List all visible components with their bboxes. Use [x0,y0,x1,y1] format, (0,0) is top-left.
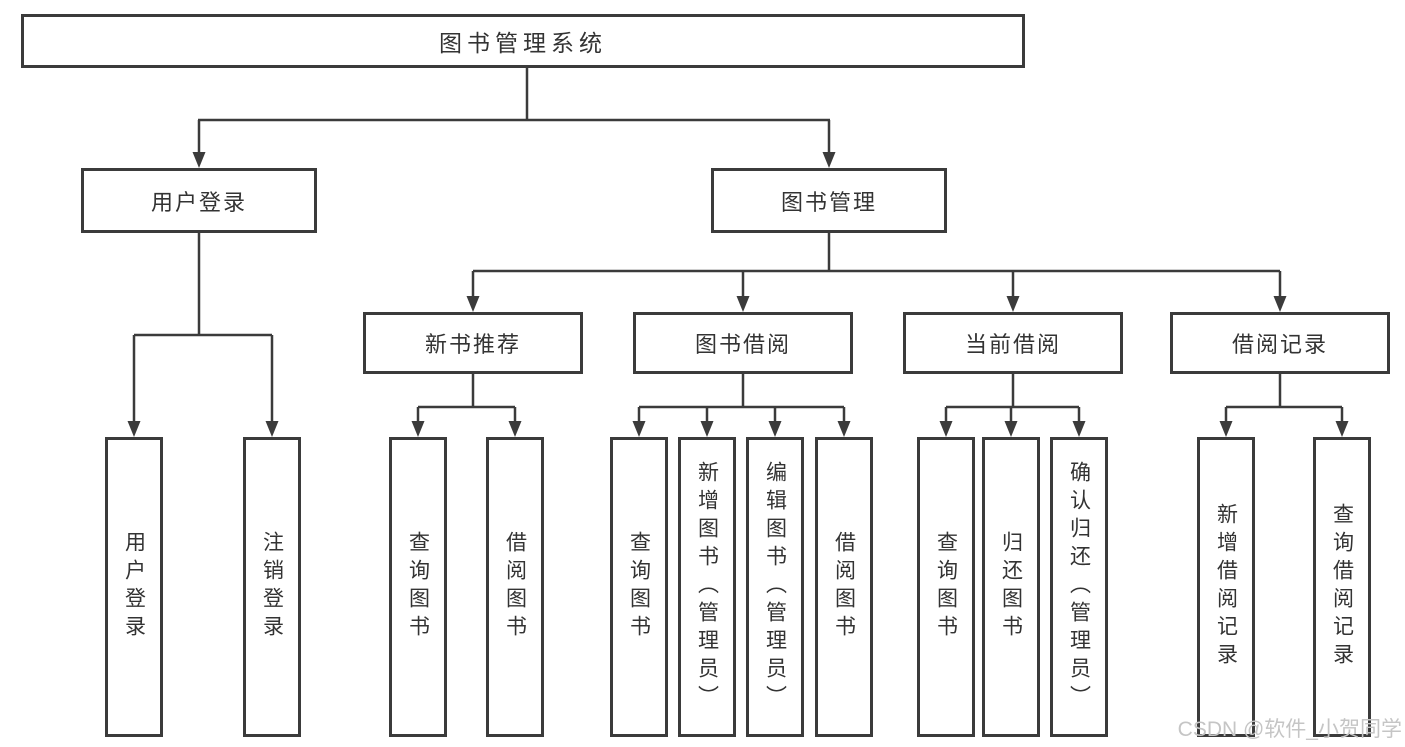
node-current-borrowing-label: 当前借阅 [964,332,1061,357]
node-borrowing-records: 借阅记录 [1170,312,1390,374]
node-book-management-label: 图书管理 [780,189,877,215]
leaf-logout: 注销登录 [243,437,301,737]
node-new-book-recommend-label: 新书推荐 [424,332,521,357]
node-book-borrowing-label: 图书借阅 [694,332,791,357]
leaf-logout-label: 注销登录 [260,531,284,643]
leaf-cb-query-books-label: 查询图书 [934,531,958,643]
leaf-nbr-borrow-books: 借阅图书 [486,437,544,737]
node-user-login: 用户登录 [81,168,317,233]
node-current-borrowing: 当前借阅 [903,312,1123,374]
leaf-user-login-label: 用户登录 [122,531,146,643]
leaf-cb-confirm-return-admin-label: 确认归还（管理员） [1067,461,1091,713]
node-root-label: 图书管理系统 [439,30,607,56]
node-borrowing-records-label: 借阅记录 [1231,332,1328,357]
leaf-nbr-borrow-books-label: 借阅图书 [503,531,527,643]
leaf-bb-query-books: 查询图书 [610,437,668,737]
leaf-cb-query-books: 查询图书 [917,437,975,737]
leaf-nbr-query-books: 查询图书 [389,437,447,737]
csdn-watermark: CSDN @软件_小贺同学 [1177,718,1402,741]
leaf-cb-return-books: 归还图书 [982,437,1040,737]
leaf-bb-borrow-books: 借阅图书 [815,437,873,737]
leaf-br-add-record: 新增借阅记录 [1197,437,1255,737]
leaf-bb-borrow-books-label: 借阅图书 [832,531,856,643]
leaf-bb-query-books-label: 查询图书 [627,531,651,643]
leaf-br-query-record-label: 查询借阅记录 [1330,503,1354,671]
leaf-user-login: 用户登录 [105,437,163,737]
leaf-bb-add-books-admin: 新增图书（管理员） [678,437,736,737]
leaf-bb-edit-books-admin-label: 编辑图书（管理员） [763,461,787,713]
node-user-login-label: 用户登录 [150,189,247,215]
node-new-book-recommend: 新书推荐 [363,312,583,374]
leaf-br-query-record: 查询借阅记录 [1313,437,1371,737]
leaf-bb-edit-books-admin: 编辑图书（管理员） [746,437,804,737]
node-book-management: 图书管理 [711,168,947,233]
leaf-br-add-record-label: 新增借阅记录 [1214,503,1238,671]
leaf-nbr-query-books-label: 查询图书 [406,531,430,643]
node-book-borrowing: 图书借阅 [633,312,853,374]
leaf-cb-confirm-return-admin: 确认归还（管理员） [1050,437,1108,737]
node-root: 图书管理系统 [21,14,1025,68]
leaf-cb-return-books-label: 归还图书 [999,531,1023,643]
leaf-bb-add-books-admin-label: 新增图书（管理员） [695,461,719,713]
